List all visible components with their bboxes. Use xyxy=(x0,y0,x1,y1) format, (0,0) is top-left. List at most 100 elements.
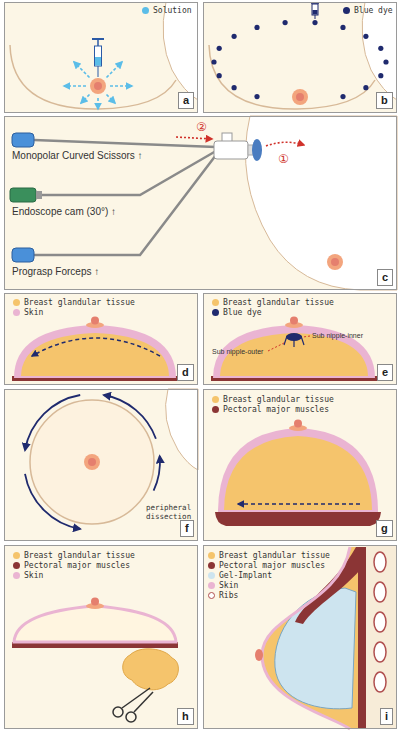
panel-c-shape xyxy=(331,258,339,266)
legend-item: Breast glandular tissue xyxy=(13,298,135,307)
panel-frame-shape xyxy=(5,117,397,290)
legend-item: Pectoral major muscles xyxy=(212,405,329,414)
panel-e-shape xyxy=(290,317,298,325)
legend-item: Breast glandular tissue xyxy=(13,551,135,560)
legend-swatch xyxy=(208,562,215,569)
panel-letter-box: b xyxy=(376,92,393,109)
panel-a-shape xyxy=(64,62,132,109)
panel-c-shape xyxy=(266,142,304,146)
panel-frame-shape xyxy=(5,390,198,541)
legend-item: Gel-Implant xyxy=(208,571,272,580)
legend-item: Breast glandular tissue xyxy=(212,298,334,307)
legend-swatch xyxy=(13,562,20,569)
legend-text: Breast glandular tissue xyxy=(24,551,135,560)
panel-e-shape xyxy=(286,333,302,341)
legend-item: Pectoral major muscles xyxy=(208,561,325,570)
legend-text: Blue dye xyxy=(223,308,262,317)
panel-b-shape-shape xyxy=(383,59,388,64)
step-number: ② xyxy=(196,120,207,134)
panel-c-shape-shape xyxy=(34,155,216,255)
panel-a-shape xyxy=(90,78,106,94)
step-number: ① xyxy=(278,152,289,166)
legend-swatch xyxy=(208,572,215,579)
panel-f-shape-shape xyxy=(25,395,80,450)
panel-letter: d xyxy=(182,366,189,378)
panel-b-shape xyxy=(312,4,318,15)
panel-frame xyxy=(5,3,397,729)
panel-f-shape xyxy=(84,454,100,470)
legend-item: Solution xyxy=(142,6,192,15)
panel-b-shape-shape xyxy=(283,20,288,25)
legend-item: Breast glandular tissue xyxy=(208,551,330,560)
legend-text: Breast glandular tissue xyxy=(219,551,330,560)
panel-f-shape xyxy=(25,395,160,529)
panel-i-shape-shape xyxy=(374,642,386,662)
legend-item: Breast glandular tissue xyxy=(212,395,334,404)
panel-f-shape-shape xyxy=(104,395,156,439)
legend-swatch xyxy=(212,299,219,306)
panel-b-shape xyxy=(203,2,397,113)
panel-b-shape-shape xyxy=(232,85,237,90)
panel-c-shape xyxy=(12,248,34,262)
legend-text: Skin xyxy=(24,308,43,317)
panel-c xyxy=(4,116,397,290)
panel-a-shape-shape xyxy=(110,85,132,87)
panel-i-shape xyxy=(262,547,350,729)
panel-h-shape xyxy=(123,649,179,690)
legend-swatch xyxy=(142,7,149,14)
panel-a-shape xyxy=(4,2,198,113)
panel-a-shape xyxy=(97,39,99,46)
legend-item: Blue dye xyxy=(343,6,393,15)
panel-a-shape xyxy=(98,66,99,77)
panel-a-shape-shape xyxy=(74,62,90,78)
panel-c-shape xyxy=(176,137,212,139)
panel-b-shape-shape xyxy=(363,34,368,39)
panel-h xyxy=(4,545,198,729)
panel-h-shape xyxy=(14,606,176,642)
panel-d-shape xyxy=(91,317,99,325)
region-label: peripheral dissection xyxy=(146,503,196,521)
panel-f-shape xyxy=(4,389,198,541)
panel-b-shape-shape xyxy=(378,46,383,51)
panel-a-shape xyxy=(94,82,102,90)
panel-letter-box: h xyxy=(177,708,194,725)
panel-e-shape xyxy=(268,342,286,351)
panel-h-shape-shape xyxy=(126,712,136,722)
legend-swatch xyxy=(13,299,20,306)
legend-text: Skin xyxy=(24,571,43,580)
legend-item: Ribs xyxy=(208,591,238,600)
panel-b-shape xyxy=(315,15,316,19)
instrument-label: Monopolar Curved Scissors ↑ xyxy=(12,150,143,162)
legend-item: Pectoral major muscles xyxy=(13,561,130,570)
panel-frame-shape xyxy=(5,294,198,385)
panel-c-shape xyxy=(214,141,248,159)
panel-b-shape-shape xyxy=(378,73,383,78)
panel-g-shape xyxy=(215,512,381,526)
panel-letter-box: d xyxy=(177,364,194,381)
panel-b-shape-shape xyxy=(217,73,222,78)
legend-text: Breast glandular tissue xyxy=(24,298,135,307)
panel-f-shape-shape xyxy=(154,456,160,491)
panel-frame-shape xyxy=(5,546,198,729)
panel-g-shape xyxy=(224,436,372,510)
panel-b-shape-shape xyxy=(232,34,237,39)
legend-text: Pectoral major muscles xyxy=(223,405,329,414)
legend-item: Skin xyxy=(13,308,43,317)
panel-d-shape xyxy=(32,338,160,356)
panel-a-shape xyxy=(95,46,102,66)
panel-i-shape-shape xyxy=(374,582,386,602)
legend-text: Skin xyxy=(219,581,238,590)
panel-b-shape-shape xyxy=(254,94,259,99)
panel-b-shape xyxy=(296,93,304,101)
panel-a-shape-shape xyxy=(107,62,123,78)
panel-i-shape xyxy=(374,552,386,692)
legend-item: Skin xyxy=(13,571,43,580)
panel-a-shape xyxy=(163,2,198,100)
panel-frame-shape xyxy=(204,3,397,113)
legend-text: Gel-Implant xyxy=(219,571,272,580)
panel-letter-box: g xyxy=(376,520,393,537)
panel-letter: c xyxy=(382,271,388,283)
panel-letter-box: e xyxy=(377,364,393,381)
legend-swatch xyxy=(208,552,215,559)
panel-h-shape xyxy=(4,545,198,729)
